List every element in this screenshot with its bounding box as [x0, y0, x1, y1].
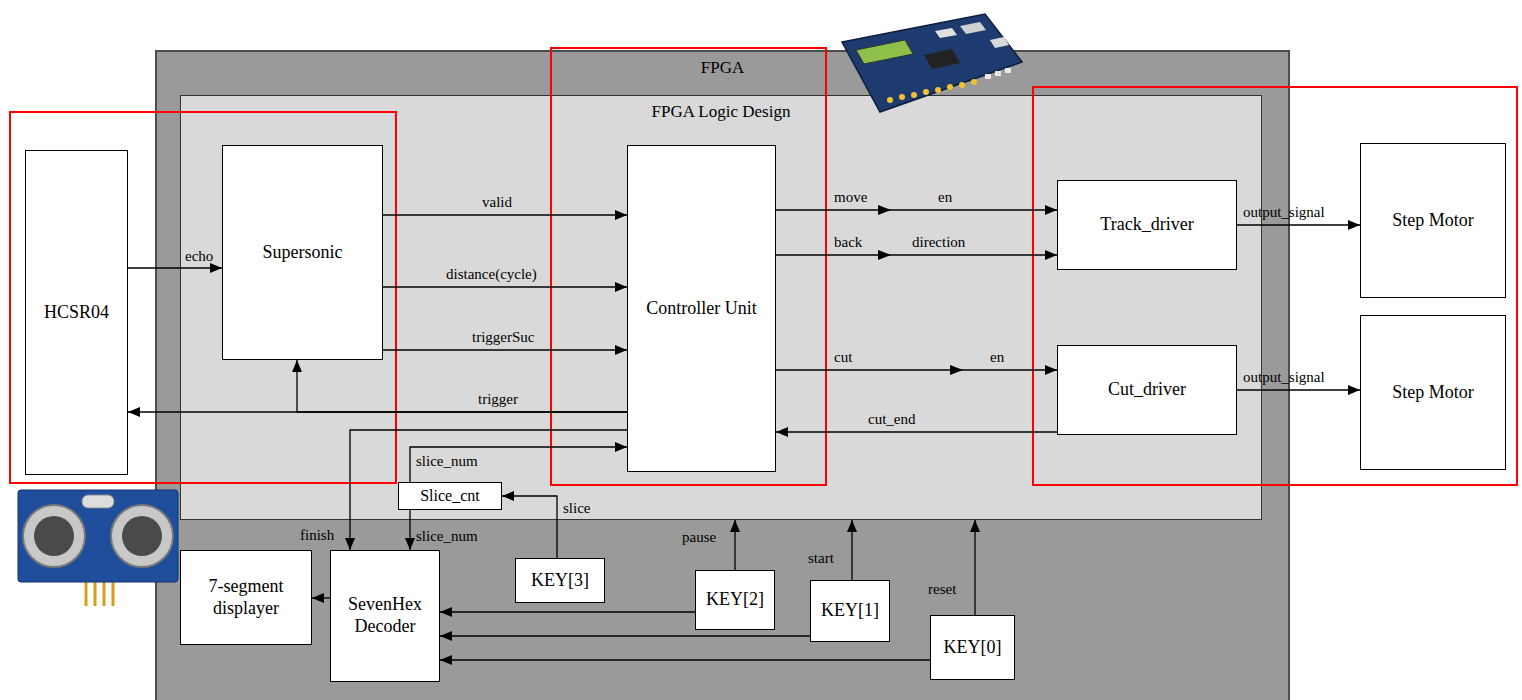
key-button: KEY[1] [810, 580, 890, 642]
signal-label: slice_num [416, 527, 478, 545]
sensor-pins [86, 580, 113, 606]
block-label: Step Motor [1392, 382, 1474, 404]
board-port [935, 28, 957, 38]
signal-connector [440, 635, 810, 636]
module-block: Supersonic [222, 145, 383, 360]
signal-connector [128, 267, 222, 268]
block-label: Cut_driver [1108, 379, 1186, 401]
signal-label: cut [834, 348, 852, 366]
fpga-region: FPGA FPGA Logic DesignSupersonicControlle… [155, 50, 1290, 700]
mid-arrowheads [878, 205, 963, 375]
sensor-transducer [23, 505, 85, 567]
sensor-pcb [18, 490, 178, 582]
key-button: KEY[3] [515, 558, 605, 603]
block-label: KEY[3] [531, 570, 589, 592]
driver-block: Cut_driver [1057, 345, 1237, 435]
signal-connector [409, 510, 410, 550]
signal-connector [312, 597, 330, 598]
signal-connector [440, 659, 930, 660]
signal-label: back [834, 233, 862, 251]
signal-connector [734, 520, 735, 570]
block-label: 7-segment displayer [187, 576, 305, 619]
signal-connector [410, 447, 627, 482]
decoder-block: SevenHex Decoder [330, 550, 440, 682]
signal-connector [776, 369, 1057, 370]
block-label: Controller Unit [646, 298, 757, 320]
signal-connector [1237, 389, 1360, 390]
sensor-block: HCSR04 [25, 150, 128, 475]
motor-block: Step Motor [1360, 143, 1506, 298]
signal-label: echo [185, 247, 213, 265]
block-label: KEY[2] [706, 589, 764, 611]
signal-connector [776, 209, 1057, 210]
signal-label: reset [928, 580, 956, 598]
sensor-crystal [82, 495, 114, 508]
signal-label: move [834, 188, 867, 206]
region-title: FPGA Logic Design [652, 102, 791, 122]
board-port [990, 37, 1009, 48]
signal-label: distance(cycle) [446, 265, 537, 283]
board-port [960, 22, 986, 34]
board-buttons [985, 68, 1011, 79]
driver-block: Track_driver [1057, 180, 1237, 270]
highlight-frame [1033, 87, 1517, 485]
highlight-frame [551, 48, 826, 485]
logic-design-region: FPGA Logic DesignSupersonicController Un… [180, 95, 1262, 520]
key-button: KEY[2] [695, 570, 775, 630]
block-label: KEY[0] [944, 637, 1002, 659]
block-label: Supersonic [263, 242, 343, 264]
sensor-transducer [111, 505, 173, 567]
sensor-mesh [122, 516, 162, 556]
signal-connector [440, 611, 695, 612]
signal-label: pause [682, 528, 716, 546]
board-chip [924, 49, 960, 69]
signal-label: finish [300, 526, 334, 544]
highlight-frame [10, 112, 396, 483]
block-label: Track_driver [1100, 214, 1193, 236]
motor-block: Step Motor [1360, 315, 1506, 470]
signal-label: start [808, 549, 834, 567]
signal-connector [383, 349, 627, 350]
region-title: FPGA [701, 58, 744, 78]
block-label: Step Motor [1392, 210, 1474, 232]
signal-label: output_signal [1243, 368, 1325, 386]
signal-label: output_signal [1243, 203, 1325, 221]
board-pcb [842, 14, 1022, 112]
signal-label: valid [482, 193, 512, 211]
counter-block: Slice_cnt [398, 482, 502, 510]
signal-connector [776, 431, 1057, 432]
signal-connector [502, 496, 557, 558]
port-label: en [990, 348, 1004, 366]
signal-label: triggerSuc [472, 328, 534, 346]
signal-label: slice_num [416, 452, 478, 470]
signal-label: slice [563, 499, 591, 517]
signal-connector [350, 430, 627, 550]
fpga-board-photo [842, 14, 1022, 112]
signal-connector [851, 520, 852, 580]
controller-block: Controller Unit [627, 145, 776, 472]
display-block: 7-segment displayer [180, 550, 312, 645]
sensor-mesh [34, 516, 74, 556]
key-button: KEY[0] [930, 615, 1015, 680]
block-label: KEY[1] [821, 600, 879, 622]
hcsr04-photo [18, 490, 178, 606]
board-switches [887, 79, 977, 103]
signal-connector [383, 214, 627, 215]
board-lcd [856, 40, 913, 64]
port-label: en [938, 188, 952, 206]
block-label: Slice_cnt [420, 486, 480, 505]
signal-connector [383, 286, 627, 287]
signal-label: cut_end [868, 410, 915, 428]
signal-connector [1237, 224, 1360, 225]
block-label: SevenHex Decoder [337, 594, 433, 637]
signal-connector [974, 520, 975, 615]
highlight-frames [10, 48, 1517, 485]
signal-connector [297, 360, 627, 412]
signal-label: trigger [478, 390, 518, 408]
block-label: HCSR04 [44, 302, 109, 324]
port-label: direction [912, 233, 965, 251]
signal-connector [776, 254, 1057, 255]
